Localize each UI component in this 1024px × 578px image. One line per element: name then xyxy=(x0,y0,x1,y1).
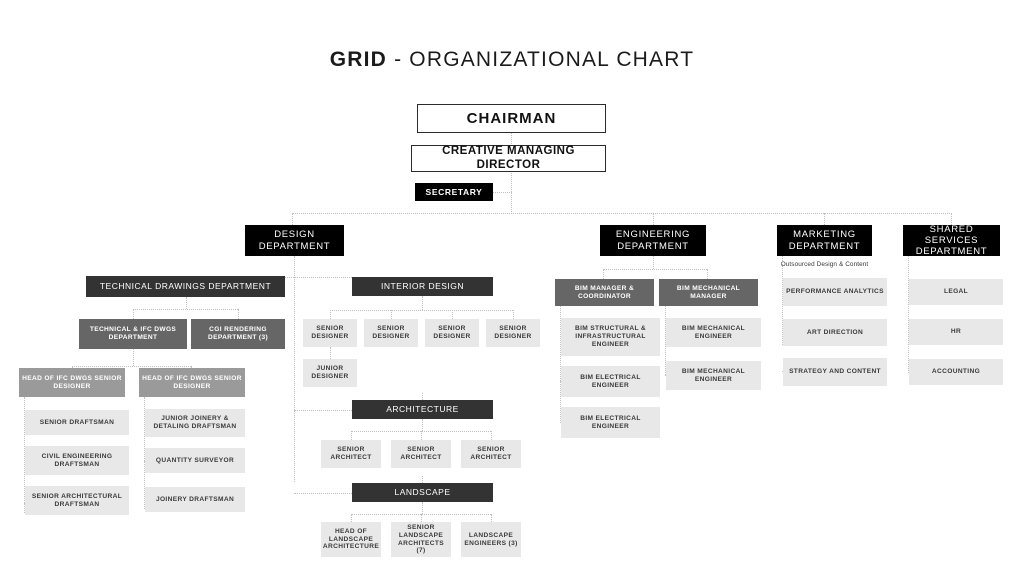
connector-engineering-split xyxy=(603,269,707,270)
connector-architecture-down xyxy=(422,419,423,431)
connector-marketing-spine xyxy=(782,256,783,345)
node-engineering-right-leaf-1[interactable]: BIM MECHANICAL ENGINEER xyxy=(666,318,761,347)
node-shared-services-department[interactable]: SHARED SERVICES DEPARTMENT xyxy=(903,223,1000,258)
node-chairman[interactable]: CHAIRMAN xyxy=(417,104,606,133)
connector-designer-to-junior xyxy=(330,347,331,359)
connector-head-a-spine xyxy=(24,397,25,513)
connector-secretary-stub xyxy=(492,192,512,193)
node-creative-managing-director[interactable]: CREATIVE MANAGING DIRECTOR xyxy=(411,145,606,172)
node-senior-architect-3[interactable]: SENIOR ARCHITECT xyxy=(461,440,521,468)
connector-bus-to-engineering xyxy=(653,213,654,225)
node-marketing-item-3[interactable]: STRATEGY AND CONTENT xyxy=(783,358,887,386)
node-technical-drawings-department[interactable]: TECHNICAL DRAWINGS DEPARTMENT xyxy=(86,276,285,297)
connector-department-bus xyxy=(292,213,952,214)
connector-heads-split xyxy=(72,366,191,367)
connector-techdraw-split xyxy=(133,309,238,310)
node-shared-item-3[interactable]: ACCOUNTING xyxy=(909,359,1003,385)
node-marketing-item-1[interactable]: PERFORMANCE ANALYTICS xyxy=(783,278,887,306)
node-design-left-leaf-2[interactable]: CIVIL ENGINEERING DRAFTSMAN xyxy=(25,446,129,475)
node-landscape[interactable]: LANDSCAPE xyxy=(352,483,493,502)
connector-cmd-to-bus xyxy=(511,173,512,214)
connector-bim-mech-spine xyxy=(665,306,666,375)
connector-chairman-to-cmd xyxy=(511,133,512,156)
page-title: GRID - ORGANIZATIONAL CHART xyxy=(0,48,1024,72)
connector-designer-1-drop xyxy=(330,310,331,319)
connector-architect-1-drop xyxy=(351,431,352,440)
node-senior-designer-3[interactable]: SENIOR DESIGNER xyxy=(425,319,479,347)
connector-bus-to-shared xyxy=(951,213,952,225)
node-senior-designer-2[interactable]: SENIOR DESIGNER xyxy=(364,319,418,347)
title-rest: - ORGANIZATIONAL CHART xyxy=(387,48,695,71)
node-interior-design[interactable]: INTERIOR DESIGN xyxy=(352,277,493,296)
marketing-department-line2: DEPARTMENT xyxy=(788,240,861,252)
design-department-line2: DEPARTMENT xyxy=(258,240,331,252)
engineering-department-line1: ENGINEERING xyxy=(615,229,691,241)
node-bim-mechanical-manager[interactable]: BIM MECHANICAL MANAGER xyxy=(659,279,758,306)
connector-landscape-1-drop xyxy=(351,514,352,522)
node-design-department[interactable]: DESIGN DEPARTMENT xyxy=(245,225,344,256)
connector-shared-spine xyxy=(908,256,909,373)
connector-bim-manager-spine xyxy=(560,306,561,423)
node-senior-designer-4[interactable]: SENIOR DESIGNER xyxy=(486,319,540,347)
node-landscape-role-2[interactable]: SENIOR LANDSCAPE ARCHITECTS (7) xyxy=(391,522,451,557)
connector-interior-split xyxy=(330,310,513,311)
node-cgi-rendering-department[interactable]: CGI RENDERING DEPARTMENT (3) xyxy=(191,319,285,349)
connector-techifc-down xyxy=(133,349,134,366)
connector-bus-to-marketing xyxy=(824,213,825,225)
node-design-right-leaf-2[interactable]: QUANTITY SURVEYOR xyxy=(145,448,245,473)
connector-bim-mech-manager-drop xyxy=(707,269,708,279)
connector-landscape-down xyxy=(422,502,423,514)
node-landscape-role-1[interactable]: HEAD OF LANDSCAPE ARCHITECTURE xyxy=(321,522,381,557)
node-design-left-leaf-3[interactable]: SENIOR ARCHITECTURAL DRAFTSMAN xyxy=(25,486,129,515)
connector-designer-4-drop xyxy=(513,310,514,319)
node-engineering-left-leaf-3[interactable]: BIM ELECTRICAL ENGINEER xyxy=(561,407,660,438)
connector-designer-2-drop xyxy=(391,310,392,319)
connector-bus-to-design xyxy=(292,213,293,225)
node-head-ifc-dwgs-b[interactable]: HEAD OF IFC DWGS SENIOR DESIGNER xyxy=(139,368,245,397)
marketing-department-line1: MARKETING xyxy=(793,229,856,241)
node-shared-item-1[interactable]: LEGAL xyxy=(909,279,1003,305)
node-design-right-leaf-1[interactable]: JUNIOR JOINERY & DETALING DRAFTSMAN xyxy=(145,409,245,437)
technical-ifc-label: TECHNICAL & IFC DWGS DEPARTMENT xyxy=(89,326,177,341)
connector-head-b-spine xyxy=(144,397,145,509)
connector-techdraw-down xyxy=(186,297,187,309)
node-marketing-department[interactable]: MARKETING DEPARTMENT xyxy=(777,225,872,256)
connector-architect-3-drop xyxy=(491,431,492,440)
shared-services-line2: DEPARTMENT xyxy=(915,246,988,258)
node-engineering-left-leaf-1[interactable]: BIM STRUCTURAL & INFRASTRUCTURAL ENGINEE… xyxy=(561,318,660,356)
node-senior-designer-1[interactable]: SENIOR DESIGNER xyxy=(303,319,357,347)
connector-landscape-3-drop xyxy=(491,514,492,522)
design-department-line1: DESIGN xyxy=(274,229,315,241)
connector-designer-3-drop xyxy=(452,310,453,319)
node-secretary[interactable]: SECRETARY xyxy=(415,183,493,201)
node-landscape-role-3[interactable]: LANDSCAPE ENGINEERS (3) xyxy=(461,522,521,557)
node-marketing-item-2[interactable]: ART DIRECTION xyxy=(783,319,887,346)
connector-interior-down xyxy=(422,296,423,310)
connector-design-spine xyxy=(294,256,295,482)
node-engineering-right-leaf-2[interactable]: BIM MECHANICAL ENGINEER xyxy=(666,361,761,390)
connector-techifc-drop xyxy=(133,309,134,319)
shared-services-line1: SHARED SERVICES xyxy=(924,223,979,246)
node-head-ifc-dwgs-a[interactable]: HEAD OF IFC DWGS SENIOR DESIGNER xyxy=(19,368,125,397)
node-junior-designer[interactable]: JUNIOR DESIGNER xyxy=(303,359,357,387)
engineering-department-line2: DEPARTMENT xyxy=(617,240,689,252)
brand-name: GRID xyxy=(329,48,388,71)
node-design-left-leaf-1[interactable]: SENIOR DRAFTSMAN xyxy=(25,410,129,435)
marketing-caption: Outsourced Design & Content xyxy=(780,261,869,268)
connector-engineering-down xyxy=(653,256,654,269)
node-engineering-left-leaf-2[interactable]: BIM ELECTRICAL ENGINEER xyxy=(561,366,660,397)
connector-architect-2-drop xyxy=(421,431,422,440)
node-senior-architect-1[interactable]: SENIOR ARCHITECT xyxy=(321,440,381,468)
node-architecture[interactable]: ARCHITECTURE xyxy=(352,400,493,419)
node-design-right-leaf-3[interactable]: JOINERY DRAFTSMAN xyxy=(145,487,245,512)
node-technical-ifc-department[interactable]: TECHNICAL & IFC DWGS DEPARTMENT xyxy=(79,319,187,349)
node-bim-manager-coordinator[interactable]: BIM MANAGER & COORDINATOR xyxy=(555,279,654,306)
connector-bim-manager-drop xyxy=(603,269,604,279)
connector-landscape-2-drop xyxy=(421,514,422,522)
node-senior-architect-2[interactable]: SENIOR ARCHITECT xyxy=(391,440,451,468)
connector-cgi-drop xyxy=(238,309,239,319)
node-engineering-department[interactable]: ENGINEERING DEPARTMENT xyxy=(600,225,706,256)
node-shared-item-2[interactable]: HR xyxy=(909,319,1003,345)
